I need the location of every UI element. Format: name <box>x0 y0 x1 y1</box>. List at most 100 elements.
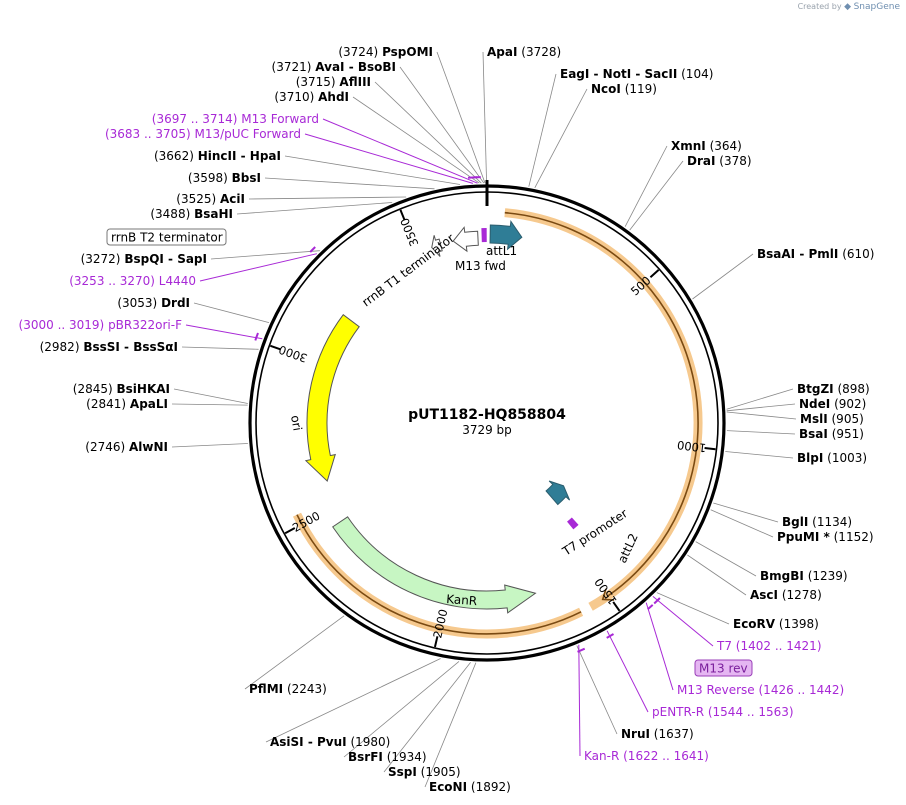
site-bsai-name: BsaI <box>799 427 828 441</box>
primer-mark-pentr <box>606 633 615 639</box>
primer-m13fwd-leader <box>322 118 478 184</box>
site-ndei-name: NdeI <box>799 397 830 411</box>
site-asci-name: AscI <box>750 588 778 602</box>
primer-m13puc-leader <box>304 133 474 184</box>
site-pspomi-label: (3724) PspOMI <box>338 45 433 59</box>
attl1-arrow <box>489 220 523 251</box>
site-bsai-coord: (951) <box>832 427 864 441</box>
site-bsahi-coord: (3488) <box>150 207 190 221</box>
site-asci-label: AscI (1278) <box>750 588 822 602</box>
primer-pentr-coord: (1544 .. 1563) <box>708 705 794 719</box>
site-bsrfi-coord: (1934) <box>387 750 427 764</box>
insert-line-top <box>504 211 699 598</box>
site-ncoi-coord: (119) <box>625 82 657 96</box>
site-ecorv-name: EcoRV <box>733 617 776 631</box>
site-apai-leader <box>482 51 487 184</box>
primer-l4440-coord: (3253 .. 3270) <box>69 274 155 288</box>
site-bgli-coord: (1134) <box>812 515 852 529</box>
tick-1000 <box>704 446 716 451</box>
primer-m13rev-label: M13 Reverse (1426 .. 1442) <box>677 683 844 697</box>
primer-l4440-label: (3253 .. 3270) L4440 <box>69 274 196 288</box>
tick-2000 <box>433 636 439 648</box>
site-drai-leader <box>629 160 684 231</box>
site-econi-label: EcoNI (1892) <box>429 780 511 794</box>
site-pflmi-coord: (2243) <box>287 682 327 696</box>
site-bsihkai-coord: (2845) <box>73 382 113 396</box>
ori-arrow <box>304 313 360 482</box>
site-bsai-label: BsaI (951) <box>799 427 864 441</box>
site-eagi-leader <box>528 73 557 187</box>
site-nrui-coord: (1637) <box>654 727 694 741</box>
site-ppumi-label: PpuMI * (1152) <box>777 530 874 544</box>
credit-prefix: Created by <box>797 2 842 11</box>
site-bmgbi-leader <box>695 541 757 577</box>
site-ecorv-leader <box>656 592 730 625</box>
primer-pbr322-label: (3000 .. 3019) pBR322ori-F <box>19 318 183 332</box>
site-msli-coord: (905) <box>832 412 864 426</box>
site-nrui-label: NruI (1637) <box>621 727 694 741</box>
site-bspqi-coord: (3272) <box>81 252 121 266</box>
site-msli-name: MslI <box>800 412 828 426</box>
tick-label-3000: 3000 <box>277 342 309 365</box>
primer-t7-coord: (1402 .. 1421) <box>736 639 822 653</box>
primer-pentr-label: pENTR-R (1544 .. 1563) <box>652 705 794 719</box>
site-xmni-coord: (364) <box>710 139 742 153</box>
site-bsssi-coord: (2982) <box>40 340 80 354</box>
site-ncoi-label: NcoI (119) <box>591 82 657 96</box>
kanr-label: KanR <box>446 592 478 608</box>
site-xmni-leader <box>624 145 668 227</box>
primer-m13fwd-coord: (3697 .. 3714) <box>152 112 238 126</box>
tick-2500 <box>284 527 296 535</box>
site-pflmi-name: PflMI <box>249 682 283 696</box>
site-drdi-label: (3053) DrdI <box>117 296 190 310</box>
primer-m13rev-leader <box>645 602 674 691</box>
site-ahdi-coord: (3710) <box>274 90 314 104</box>
site-ncoi-name: NcoI <box>591 82 621 96</box>
site-acii-label: (3525) AciI <box>176 192 245 206</box>
site-bsahi-label: (3488) BsaHI <box>150 207 233 221</box>
primer-pbr322-name: pBR322ori-F <box>108 318 182 332</box>
site-bsai-leader <box>726 430 796 435</box>
site-bsihkai-label: (2845) BsiHKAI <box>73 382 170 396</box>
tick-3000 <box>270 344 282 351</box>
primer-mark-pbr322 <box>254 332 259 341</box>
primer-mark-m13rev <box>647 604 654 611</box>
site-bbsi-label: (3598) BbsI <box>188 171 261 185</box>
site-econi-coord: (1892) <box>471 780 511 794</box>
ori-label: ori <box>288 414 304 432</box>
tick-label-2000: 2000 <box>430 608 450 640</box>
site-eagi-name: EagI - NotI - SacII <box>560 67 677 81</box>
kanr-arrow <box>332 516 537 614</box>
m13-rev-box <box>694 659 753 677</box>
site-bsssi-label: (2982) BssSI - BssSαI <box>40 340 178 354</box>
site-apali-label: (2841) ApaLI <box>86 397 168 411</box>
t7-promoter-feature <box>567 517 579 530</box>
site-blpi-name: BlpI <box>797 451 823 465</box>
primer-l4440-leader <box>199 253 318 282</box>
primer-m13puc-name: M13/pUC Forward <box>194 127 301 141</box>
attl2-label: attL2 <box>615 531 641 565</box>
primer-mark-m13puc <box>467 176 478 179</box>
site-bsaai-leader <box>692 253 754 300</box>
plasmid-name: pUT1182-HQ858804 <box>408 407 566 423</box>
site-blpi-leader <box>725 451 794 459</box>
site-bbsi-leader <box>264 177 435 190</box>
primer-pbr322-leader <box>185 324 263 340</box>
site-aflii-label: (3715) AflIII <box>296 75 371 89</box>
site-nrui-name: NruI <box>621 727 650 741</box>
site-asisi-coord: (1980) <box>350 735 390 749</box>
site-hincii-coord: (3662) <box>154 149 194 163</box>
site-hincii-name: HincII - HpaI <box>198 149 281 163</box>
site-eagi-label: EagI - NotI - SacII (104) <box>560 67 713 81</box>
tick-500 <box>649 269 660 278</box>
site-alwni-leader <box>171 443 248 448</box>
site-pspomi-leader <box>436 51 486 184</box>
site-avai-coord: (3721) <box>272 60 312 74</box>
site-drai-name: DraI <box>687 154 715 168</box>
primer-mark-t7 <box>653 597 661 605</box>
primer-m13puc-label: (3683 .. 3705) M13/pUC Forward <box>105 127 301 141</box>
site-bmgbi-label: BmgBI (1239) <box>760 569 848 583</box>
site-hincii-leader <box>284 155 461 185</box>
site-ppumi-coord: (1152) <box>834 530 874 544</box>
